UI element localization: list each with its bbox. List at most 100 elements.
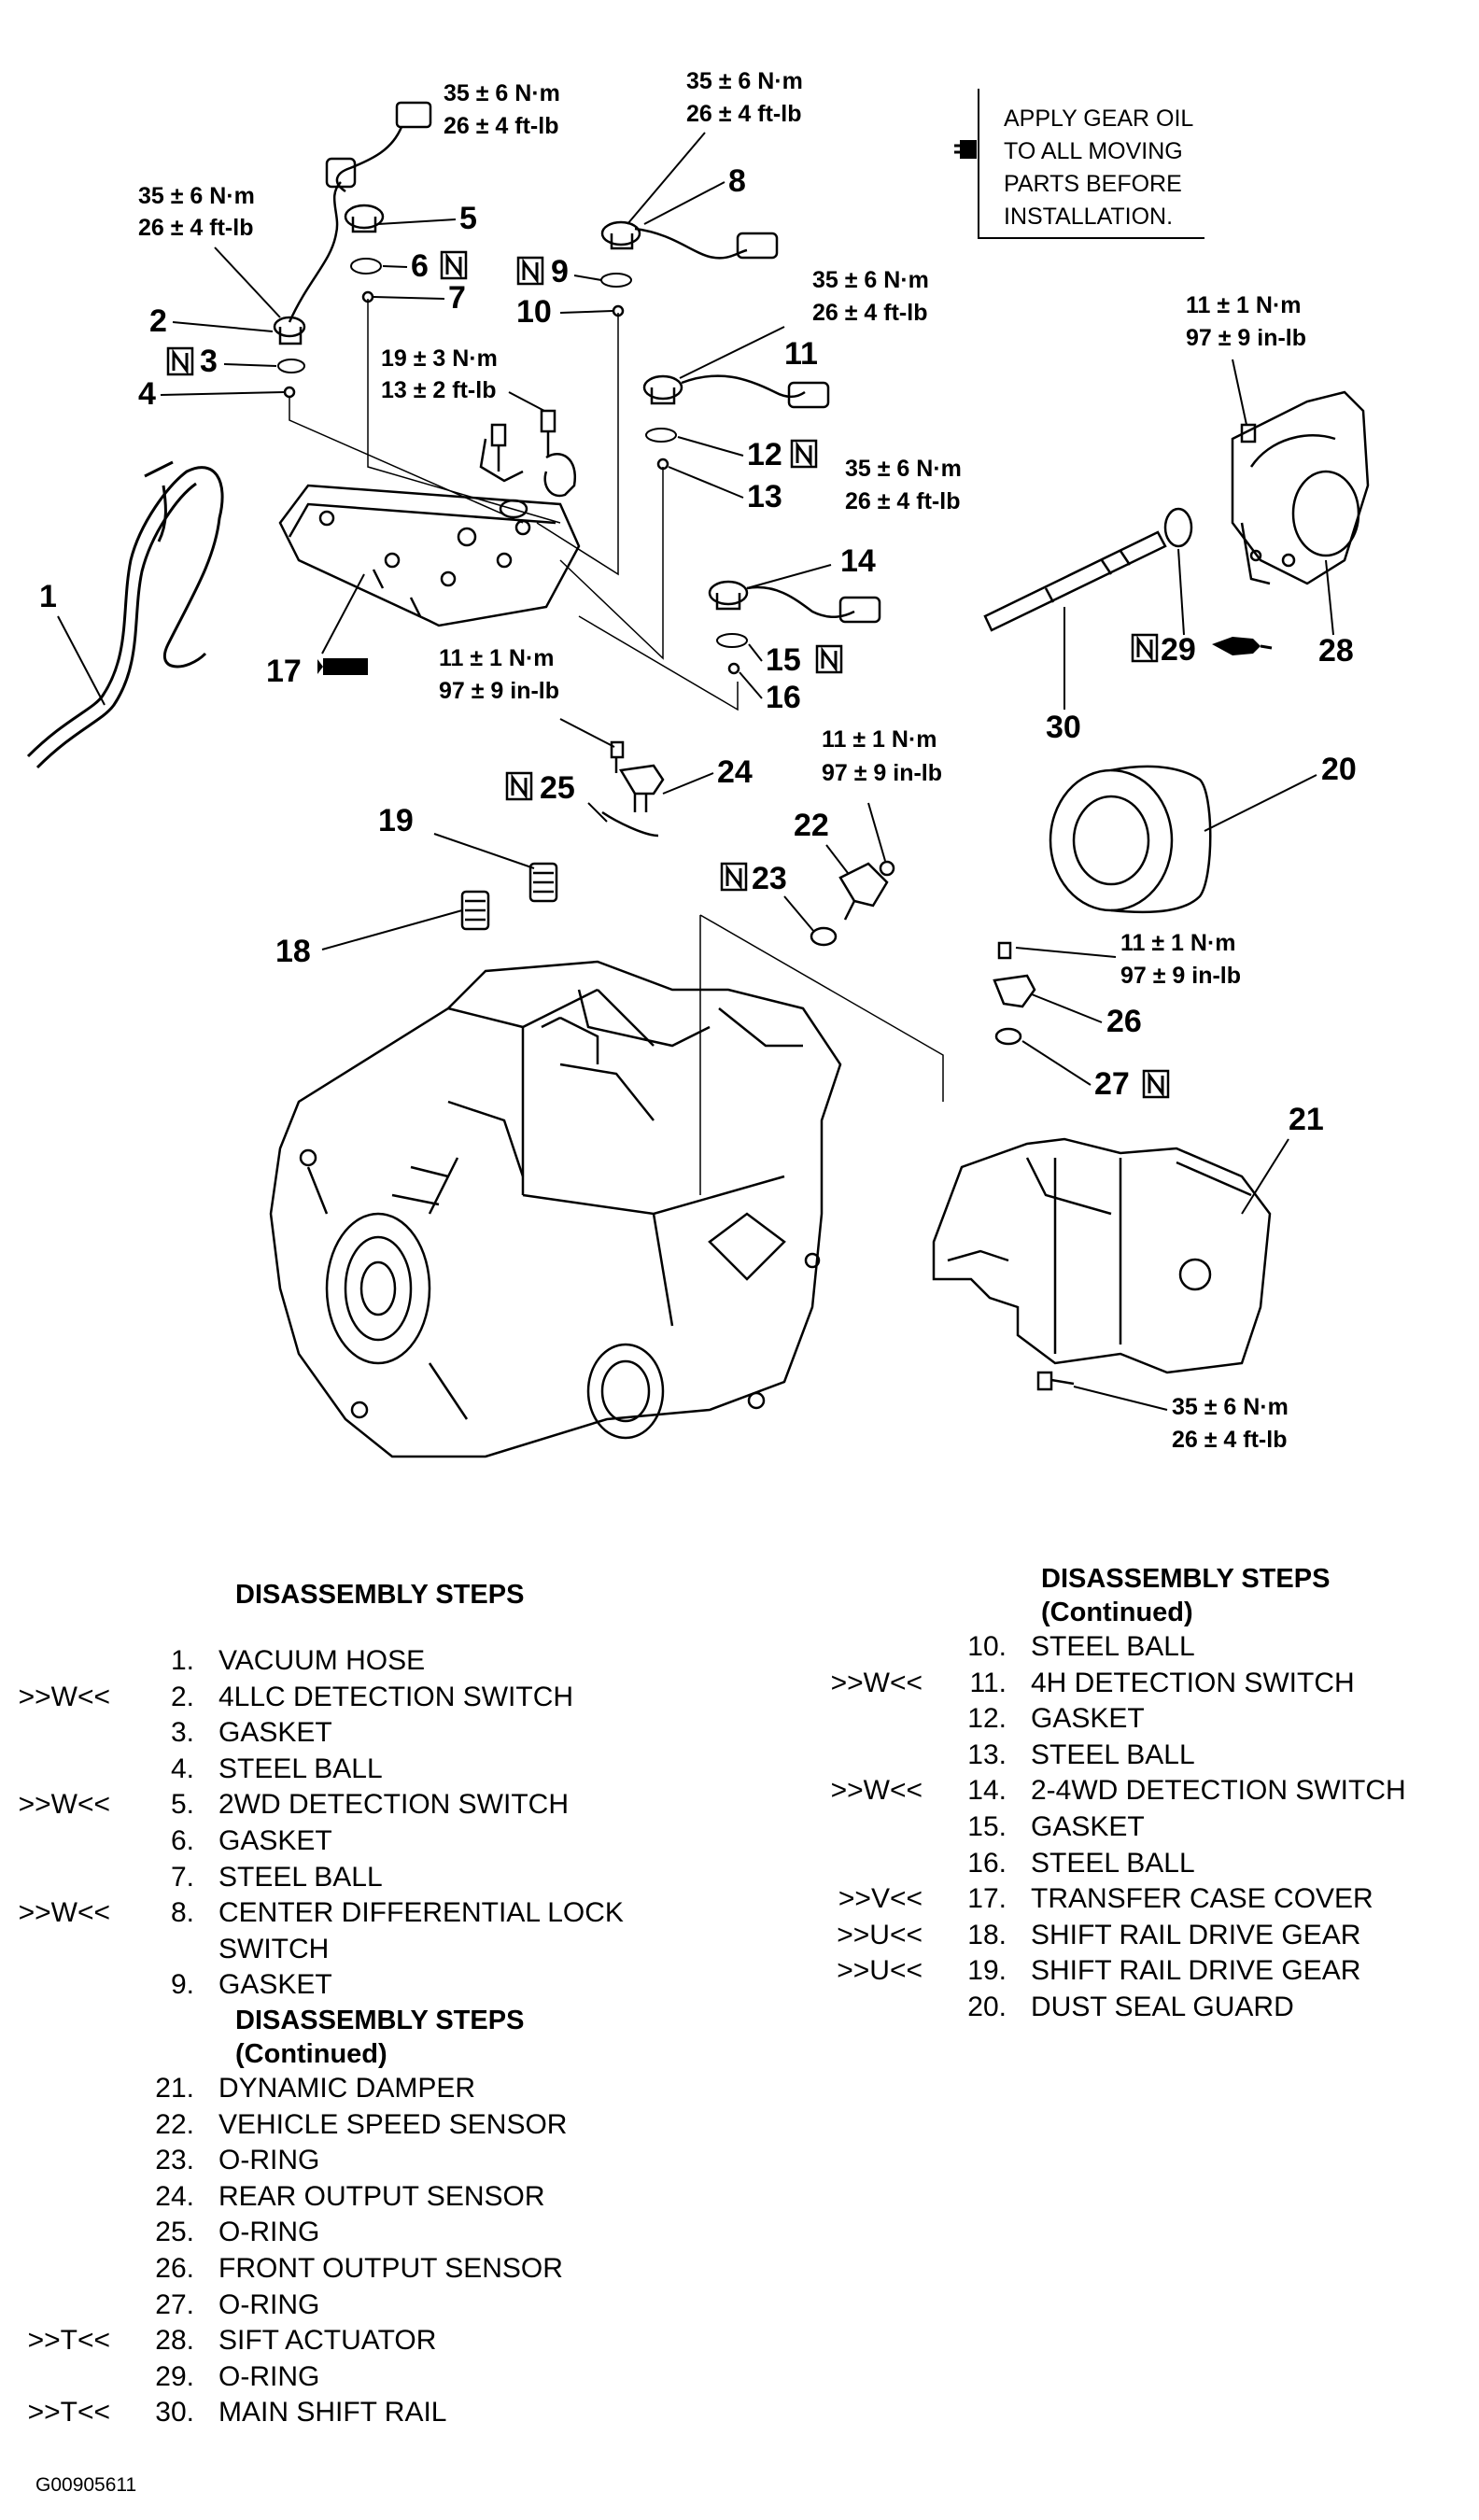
step-number: 23. [155, 2145, 194, 2176]
torque-14-ftlb: 26 ± 4 ft-lb [845, 488, 960, 514]
o-ring-29 [1163, 507, 1193, 548]
torque-2-nm: 35 ± 6 N·m [138, 183, 255, 209]
note-line-1: APPLY GEAR OIL [1004, 106, 1193, 132]
note-line-4: INSTALLATION. [1004, 204, 1173, 230]
step-number: 25. [155, 2217, 194, 2248]
step-mark: >>U<< [837, 1955, 923, 1987]
step-mark [0, 1932, 110, 1968]
step-description: O-RING [218, 2288, 320, 2320]
step-description: GASKET [1031, 1810, 1145, 1842]
torque-8-nm: 35 ± 6 N·m [686, 68, 803, 94]
callout-20: 20 [1321, 752, 1357, 787]
callout-14: 14 [840, 543, 876, 579]
step-mark [0, 1643, 110, 1680]
callout-10: 10 [516, 294, 552, 330]
steps-column-right: DISASSEMBLY STEPS (Continued) 10.STEEL B… [812, 1562, 1479, 2026]
shift-rail-drive-gears [460, 862, 558, 931]
step-row: 12. GASKET [812, 1701, 1479, 1738]
step-description: 4LLC DETECTION SWITCH [218, 1681, 574, 1712]
step-description: 2-4WD DETECTION SWITCH [1031, 1775, 1406, 1807]
callout-18: 18 [275, 934, 311, 969]
callout-30: 30 [1046, 710, 1081, 745]
step-description: STEEL BALL [218, 1753, 383, 1784]
step-row: 7.STEEL BALL [0, 1860, 710, 1896]
torque-8-ftlb: 26 ± 4 ft-lb [686, 101, 801, 127]
step-description: STEEL BALL [1031, 1739, 1195, 1770]
step-row: 25.O-RING [0, 2215, 710, 2251]
step-mark: >>W<< [18, 1897, 110, 1929]
torque-5-nm: 35 ± 6 N·m [444, 80, 560, 106]
step-row: >>W<<14.2-4WD DETECTION SWITCH [812, 1773, 1479, 1809]
callout-5: 5 [459, 201, 477, 236]
step-description: STEEL BALL [1031, 1847, 1195, 1879]
step-number: 13. [967, 1739, 1007, 1770]
torque-21-ftlb: 26 ± 4 ft-lb [1172, 1427, 1287, 1453]
callout-1: 1 [39, 579, 57, 614]
n-symbol-27 [1142, 1069, 1170, 1099]
step-row: 22.VEHICLE SPEED SENSOR [0, 2107, 710, 2144]
callout-17: 17 [266, 654, 302, 689]
step-number: 24. [155, 2180, 194, 2212]
steps-column-left: DISASSEMBLY STEPS 1.VACUUM HOSE>>W<<2.4L… [0, 1578, 710, 2431]
step-number: 12. [967, 1703, 1007, 1735]
step-number: 15. [967, 1810, 1007, 1842]
transfer-case-housing [269, 960, 842, 1458]
bracket-bolts [479, 409, 577, 498]
step-mark [0, 1823, 110, 1860]
step-row: 21. DYNAMIC DAMPER [0, 2071, 710, 2107]
sealant-tube-icon [317, 658, 368, 675]
step-description: CENTER DIFFERENTIAL LOCK [218, 1897, 624, 1929]
step-description: GASKET [1031, 1703, 1145, 1735]
step-description: GASKET [218, 1969, 332, 2001]
callout-27: 27 [1094, 1066, 1130, 1102]
vehicle-speed-sensor [810, 860, 895, 947]
step-mark [0, 2215, 110, 2251]
step-description: SHIFT RAIL DRIVE GEAR [1031, 1919, 1361, 1950]
step-number: 29. [155, 2360, 194, 2392]
step-row: 13. STEEL BALL [812, 1738, 1479, 1774]
step-mark: >>T<< [27, 2397, 110, 2428]
vacuum-hose [26, 460, 224, 769]
step-description: O-RING [218, 2360, 320, 2392]
step-description: GASKET [218, 1824, 332, 1856]
step-number: 1. [170, 1645, 194, 1676]
step-description: GASKET [218, 1717, 332, 1749]
step-number: 20. [967, 1991, 1007, 2022]
steps-continued-left: (Continued) [235, 2038, 387, 2069]
step-row: 1.VACUUM HOSE [0, 1643, 710, 1680]
n-symbol-25 [505, 771, 533, 801]
n-symbol-15 [815, 644, 843, 674]
step-mark [0, 2359, 110, 2396]
figure-code: G00905611 [35, 2474, 137, 2496]
step-description: DYNAMIC DAMPER [218, 2072, 476, 2104]
shift-actuator [1231, 390, 1370, 585]
step-number: 11. [969, 1667, 1007, 1698]
callout-23: 23 [752, 861, 787, 896]
step-row: 3.GASKET [0, 1715, 710, 1752]
step-description: FRONT OUTPUT SENSOR [218, 2252, 563, 2284]
callout-12: 12 [747, 437, 782, 472]
step-mark: >>T<< [27, 2325, 110, 2357]
note-line-3: PARTS BEFORE [1004, 171, 1182, 197]
callout-4: 4 [138, 376, 156, 412]
step-mark [0, 1752, 110, 1788]
n-symbol-29 [1131, 633, 1159, 663]
callout-2: 2 [149, 303, 167, 339]
step-description: STEEL BALL [218, 1861, 383, 1893]
step-number: 10. [967, 1631, 1007, 1662]
gear-oil-note: APPLY GEAR OIL TO ALL MOVING PARTS BEFOR… [954, 89, 1204, 239]
step-mark [0, 1715, 110, 1752]
step-number: 22. [155, 2108, 194, 2140]
step-row: 23. O-RING [0, 2143, 710, 2179]
step-mark [812, 1629, 923, 1666]
step-number: 19. [967, 1955, 1007, 1987]
step-number: 14. [967, 1775, 1007, 1807]
step-description: O-RING [218, 2145, 320, 2176]
step-number: 21. [155, 2072, 194, 2104]
switch-center-diff-lock [600, 220, 779, 317]
callout-21: 21 [1289, 1102, 1324, 1137]
callout-16: 16 [766, 680, 801, 715]
step-number: 26. [155, 2252, 194, 2284]
torque-22-nm: 11 ± 1 N·m [822, 726, 937, 753]
callout-25: 25 [540, 770, 575, 806]
